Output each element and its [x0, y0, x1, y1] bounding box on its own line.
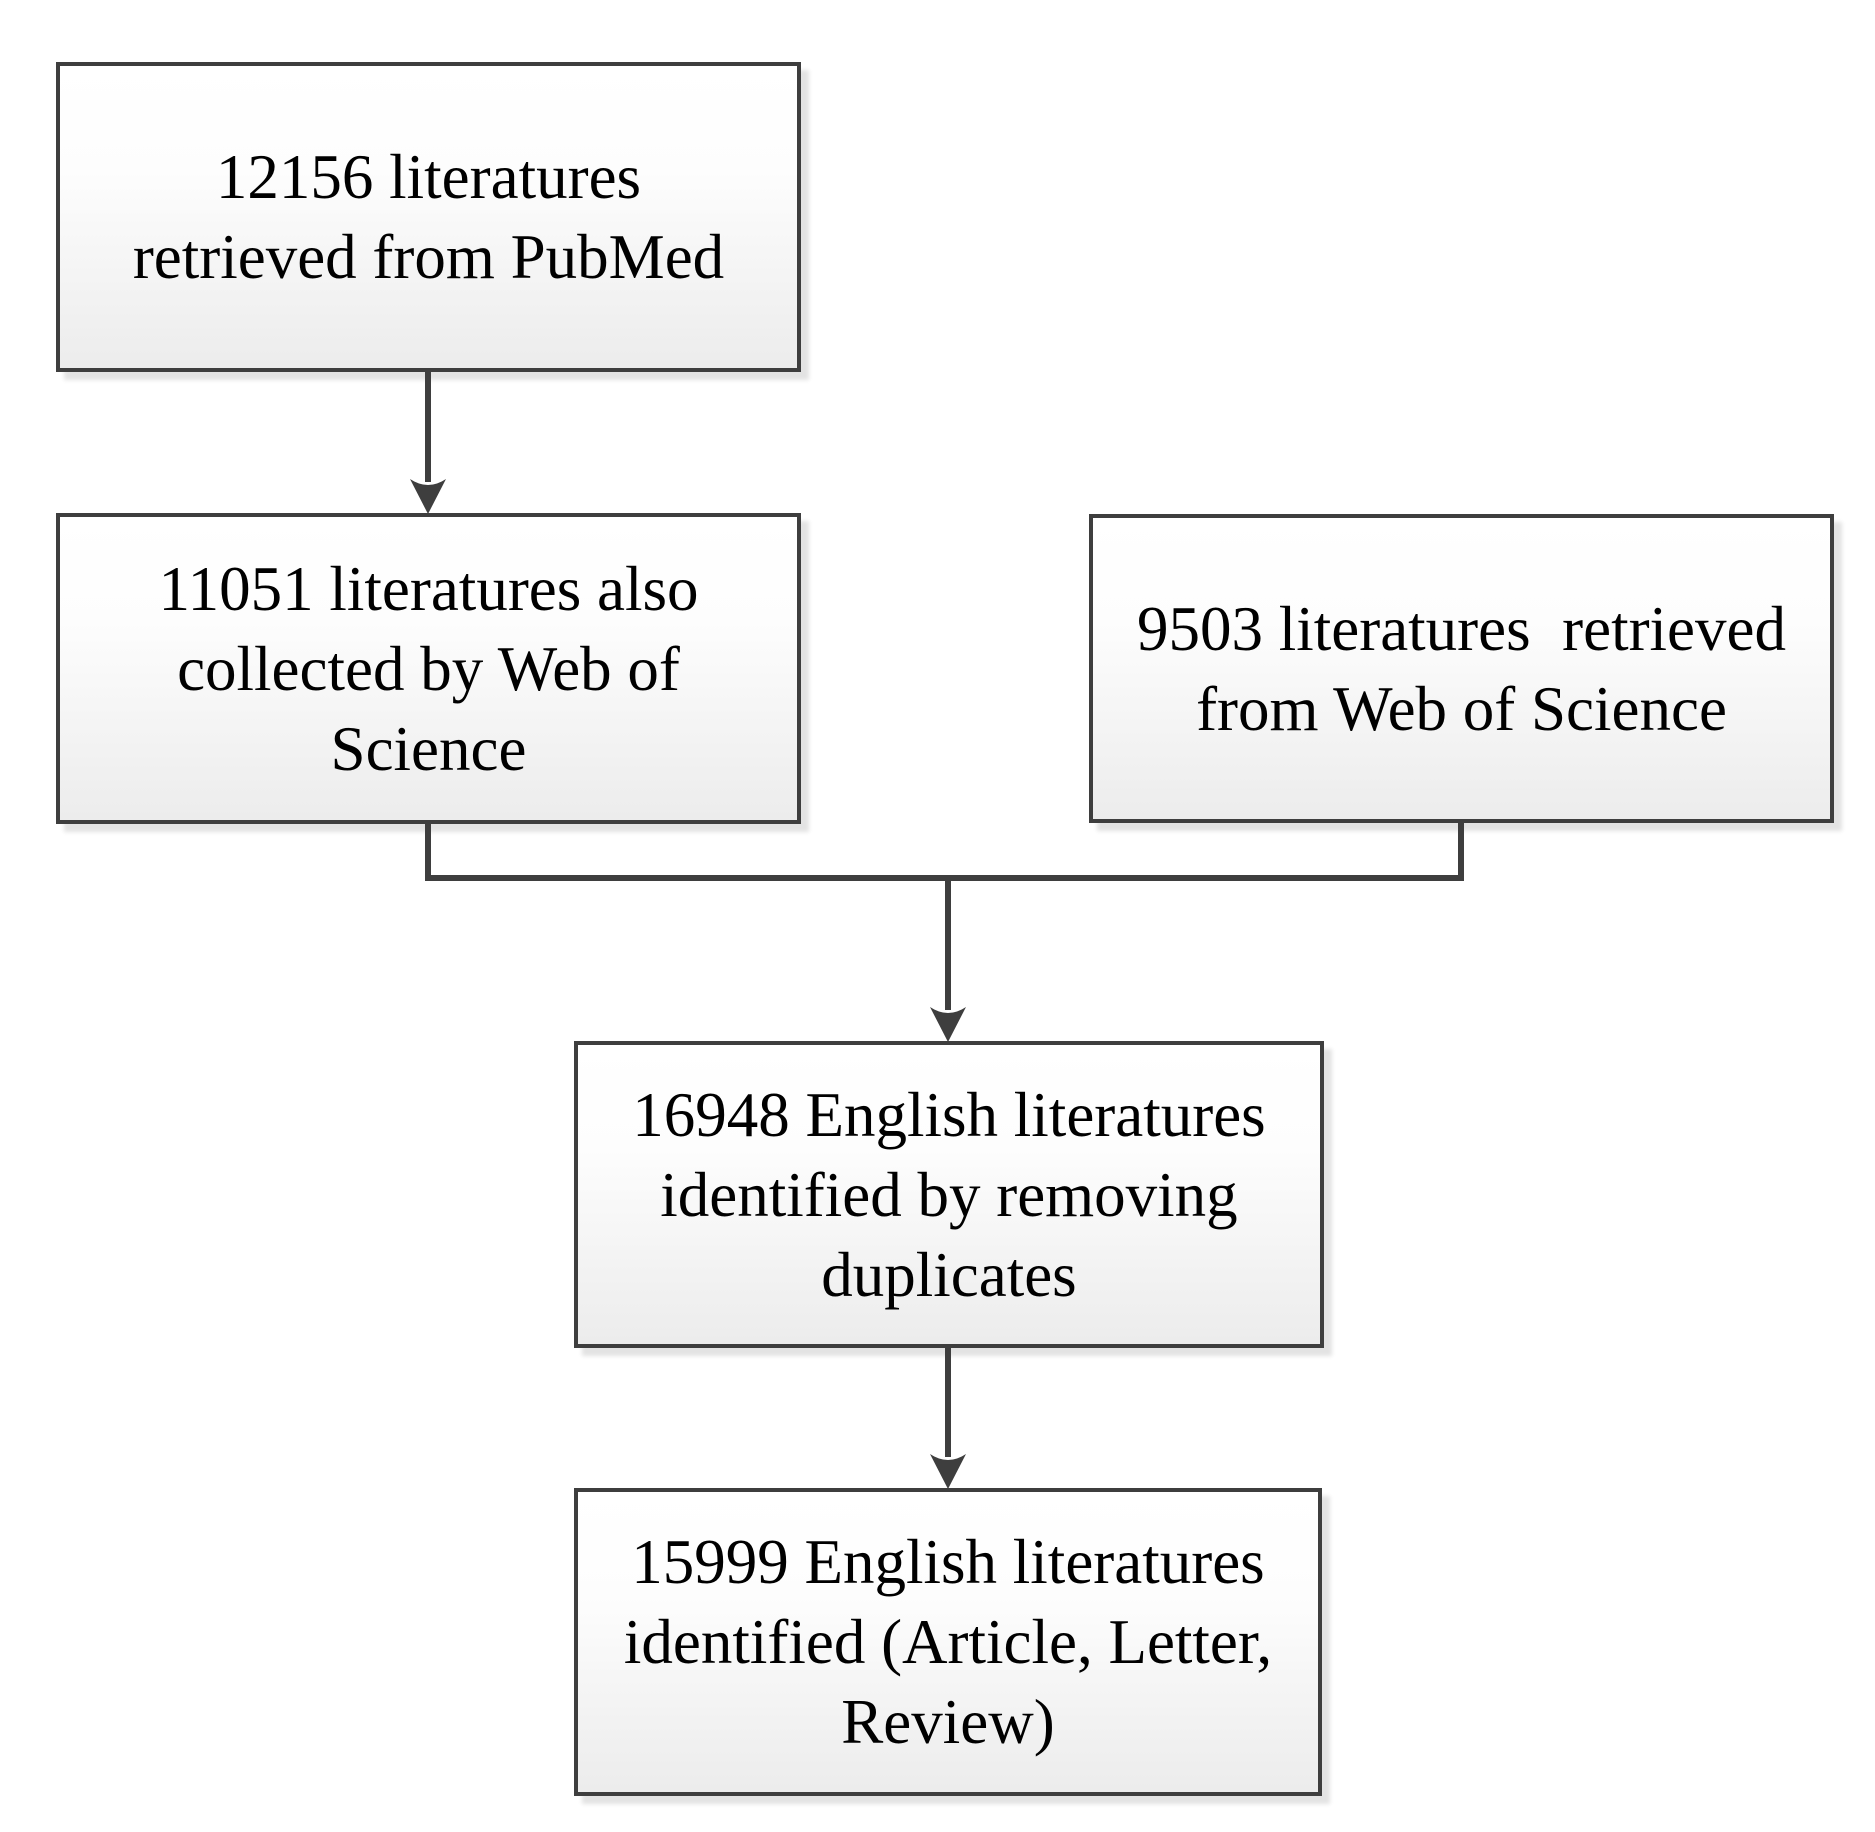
flow-box-deduplicated-label: 16948 English literatures identified by … [632, 1079, 1266, 1310]
connector-merge-to-dedup [945, 875, 951, 1010]
connector-pubmed-to-overlap [425, 372, 431, 482]
flow-box-web-of-science-label: 9503 literatures retrieved from Web of S… [1137, 593, 1786, 744]
flow-box-overlap-web-of-science: 11051 literatures also collected by Web … [56, 513, 801, 824]
connector-merge-horizontal [425, 875, 1464, 881]
flow-box-deduplicated: 16948 English literatures identified by … [574, 1041, 1324, 1348]
arrowhead-down-icon [410, 479, 446, 514]
flow-box-final-label: 15999 English literatures identified (Ar… [623, 1527, 1273, 1757]
arrowhead-down-icon [930, 1007, 966, 1042]
connector-wos-down-stub [1458, 823, 1464, 881]
flow-box-web-of-science: 9503 literatures retrieved from Web of S… [1089, 514, 1834, 823]
connector-overlap-down-stub [425, 824, 431, 881]
flow-box-overlap-label: 11051 literatures also collected by Web … [158, 553, 699, 784]
flow-box-final-included: 15999 English literatures identified (Ar… [574, 1488, 1322, 1796]
connector-dedup-to-final [945, 1348, 951, 1457]
flow-box-pubmed: 12156 literatures retrieved from PubMed [56, 62, 801, 372]
arrowhead-down-icon [930, 1454, 966, 1489]
flow-box-pubmed-label: 12156 literatures retrieved from PubMed [132, 142, 725, 292]
